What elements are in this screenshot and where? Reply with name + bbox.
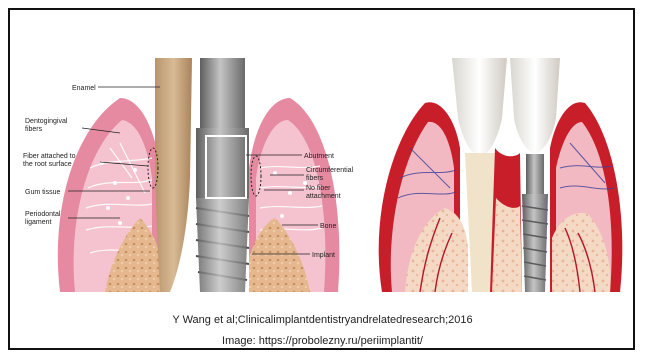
label-circumferential-1: Circumferential	[306, 167, 354, 174]
label-dentogingival-2: fibers	[25, 126, 43, 133]
label-periodontal-1: Periodontal	[25, 211, 61, 218]
natural-crown	[452, 58, 507, 158]
right-panel	[379, 58, 623, 292]
implant-collar	[196, 128, 249, 198]
label-dentogingival-1: Dentogingival	[25, 118, 68, 125]
label-circumferential-2: fibers	[306, 175, 324, 182]
label-periodontal-2: ligament	[25, 219, 52, 226]
natural-root	[465, 153, 495, 292]
label-no-fiber-2: attachment	[306, 193, 341, 200]
citation-caption: Y Wang et al;Clinicalimplantdentistryand…	[0, 314, 645, 326]
label-fiber-attached-2: the root surface	[23, 161, 72, 168]
label-gum-tissue: Gum tissue	[25, 189, 61, 196]
label-bone: Bone	[320, 223, 336, 230]
label-enamel: Enamel	[72, 85, 96, 92]
tooth-vs-implant-diagram: Enamel Dentogingival fibers Fiber attach…	[20, 58, 628, 292]
natural-tooth	[155, 58, 192, 292]
bone-middle	[492, 198, 522, 292]
implant-post	[526, 154, 544, 194]
image-source-caption: Image: https://probolezny.ru/periimplant…	[0, 335, 645, 347]
implant-body	[196, 198, 249, 292]
label-fiber-attached-1: Fiber attached to	[23, 153, 76, 160]
label-implant: Implant	[312, 252, 335, 259]
left-panel: Enamel Dentogingival fibers Fiber attach…	[23, 58, 354, 292]
label-abutment: Abutment	[304, 153, 334, 160]
label-no-fiber-1: No fiber	[306, 185, 331, 192]
implant-abutment-top	[200, 58, 245, 128]
